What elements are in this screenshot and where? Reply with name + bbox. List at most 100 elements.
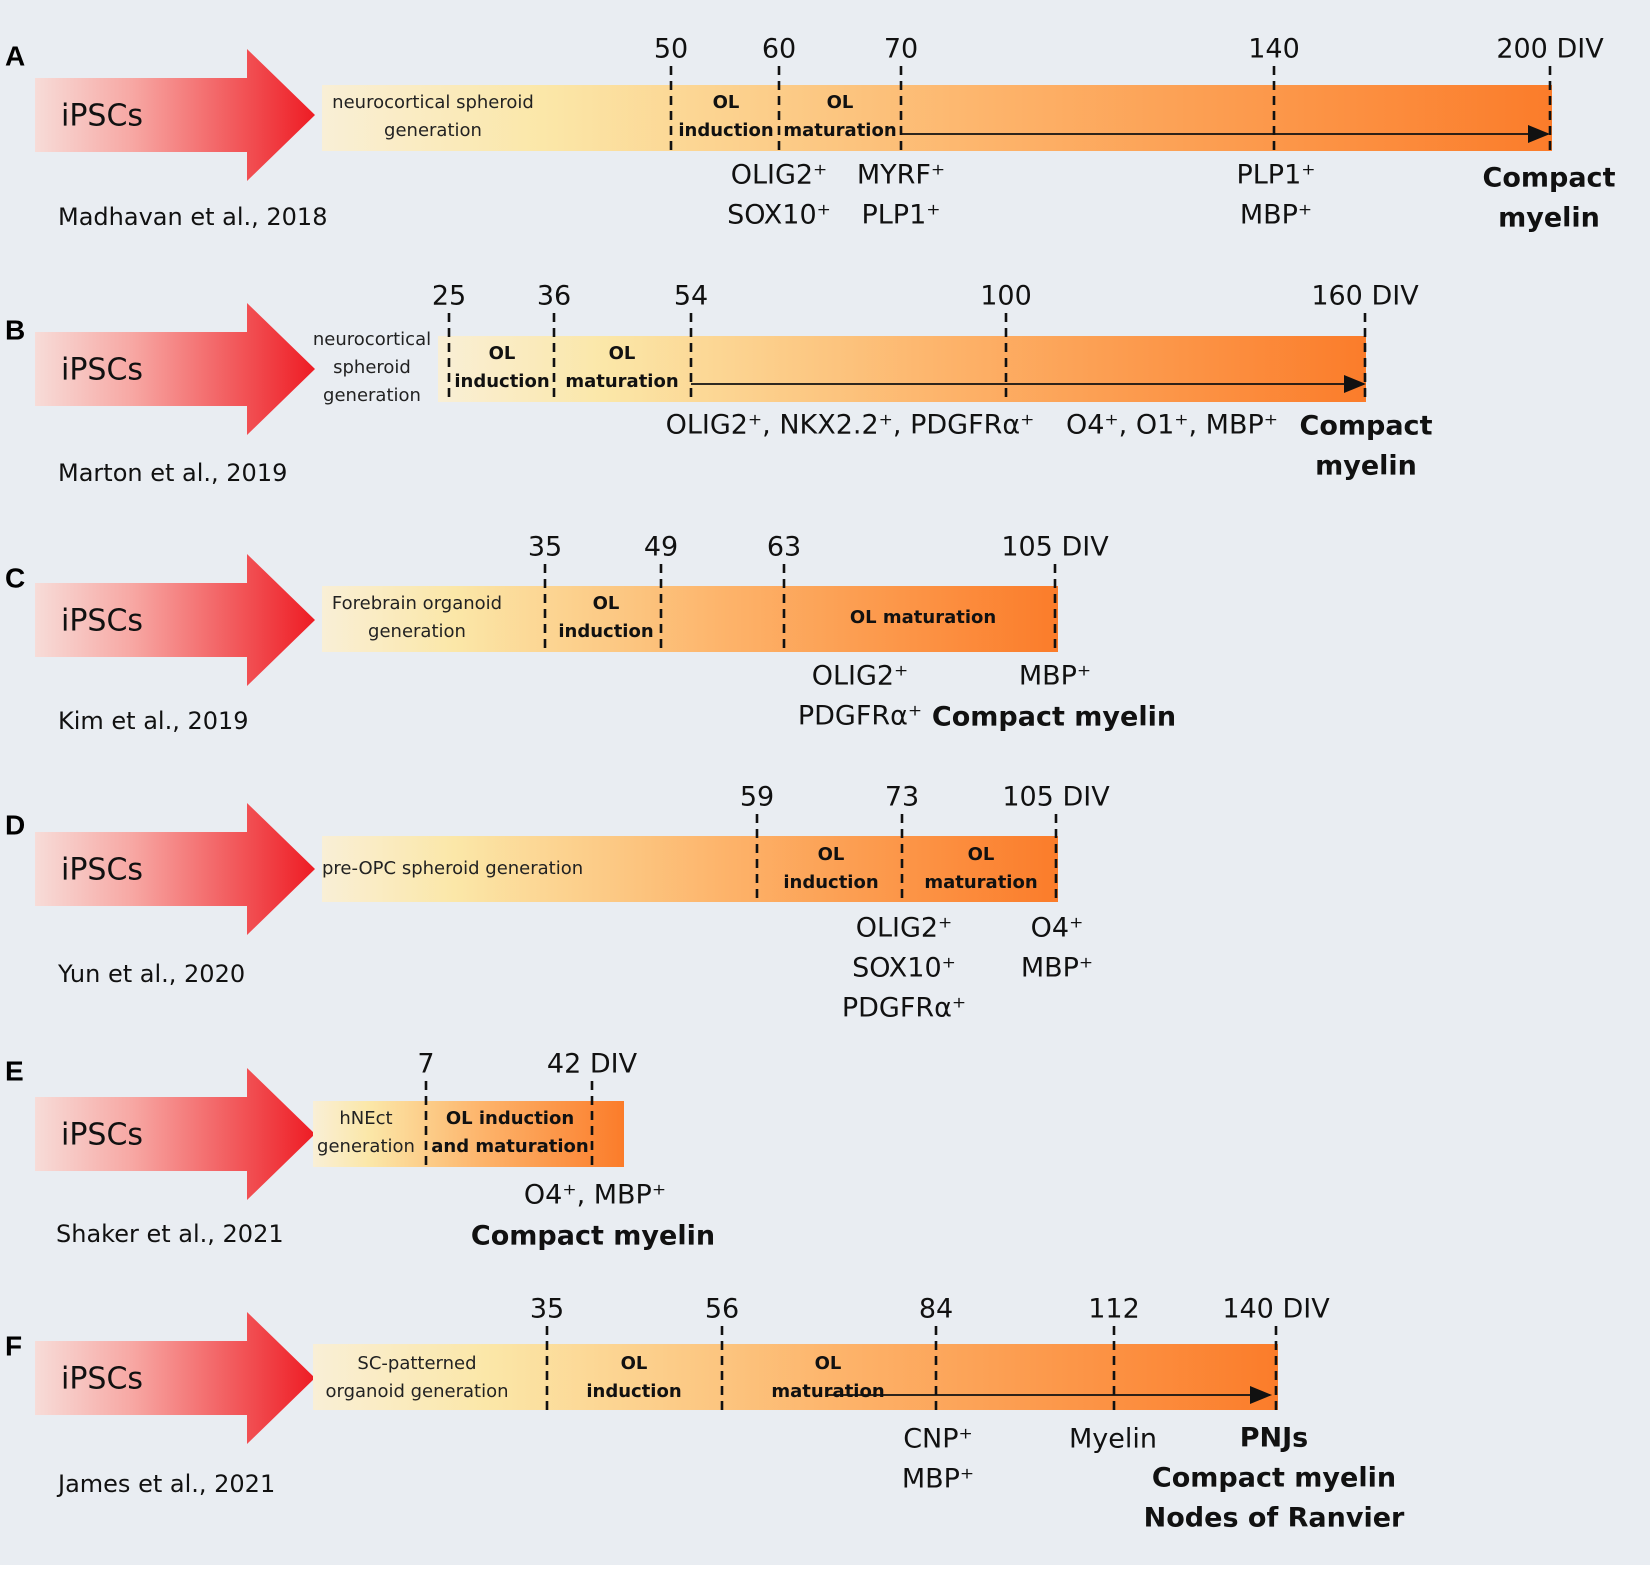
stage-label-line: OL (818, 844, 845, 865)
marker-label: PLP1⁺MBP⁺ (1236, 160, 1315, 231)
marker-label-line: Nodes of Ranvier (1144, 1503, 1405, 1534)
timeline-bar (313, 1101, 624, 1167)
stage-label-line: spheroid (333, 357, 411, 378)
marker-label: MBP⁺ (1019, 661, 1091, 692)
marker-label-line: Compact (1300, 411, 1433, 442)
day-tick-label: 42 DIV (547, 1049, 638, 1080)
day-tick-label: 60 (762, 34, 796, 65)
ipsc-arrow-shape (35, 49, 315, 181)
stage-label: OL induction (783, 844, 878, 893)
ipsc-label: iPSCs (61, 353, 143, 388)
marker-label: Myelin (1069, 1424, 1157, 1455)
citation-label: Marton et al., 2019 (58, 459, 287, 487)
marker-label-line: CNP⁺ (903, 1424, 973, 1455)
stage-label-line: generation (368, 621, 466, 642)
day-tick-label: 73 (885, 782, 919, 813)
marker-label: Compact myelin (471, 1221, 715, 1252)
day-tick-label: 50 (654, 34, 688, 65)
stage-label-line: generation (384, 120, 482, 141)
day-tick-label: 84 (919, 1294, 953, 1325)
stage-label-line: Forebrain organoid (332, 593, 502, 614)
ipsc-label: iPSCs (61, 1362, 143, 1397)
marker-label-line: SOX10⁺ (727, 200, 831, 231)
marker-label-line: SOX10⁺ (852, 953, 956, 984)
marker-label-line: myelin (1315, 451, 1417, 482)
stage-label: OL maturation (771, 1353, 884, 1402)
stage-label: neurocortical spheroid generation (313, 329, 431, 406)
stage-label-line: induction (586, 1381, 681, 1402)
stage-label: neurocortical spheroid generation (332, 92, 534, 141)
marker-label-line: Myelin (1069, 1424, 1157, 1455)
stage-label-line: neurocortical (313, 329, 431, 350)
day-tick-label: 105 DIV (1001, 532, 1109, 563)
stage-label-line: hNEct (339, 1108, 392, 1129)
stage-label-line: maturation (771, 1381, 884, 1402)
marker-label: CNP⁺ MBP⁺ (902, 1424, 974, 1495)
stage-label-line: induction (454, 371, 549, 392)
marker-label-line: myelin (1498, 203, 1600, 234)
ipsc-arrow-shape (35, 554, 315, 686)
timeline-bar (313, 1344, 1278, 1410)
marker-label: OLIG2⁺, NKX2.2⁺, PDGFRα⁺ (666, 410, 1035, 441)
day-tick-label: 49 (644, 532, 678, 563)
stage-label-line: OL (593, 593, 620, 614)
day-tick-label: 25 (432, 281, 466, 312)
panel-letter: C (5, 562, 25, 593)
ipsc-label: iPSCs (61, 853, 143, 888)
day-tick-label: 140 DIV (1222, 1294, 1330, 1325)
ipsc-label: iPSCs (61, 1118, 143, 1153)
day-tick-label: 35 (530, 1294, 564, 1325)
stage-label: pre-OPC spheroid generation (322, 858, 583, 879)
timeline-bar (322, 836, 1058, 902)
marker-label-line: PDGFRα⁺ (798, 701, 922, 732)
citation-label: Shaker et al., 2021 (56, 1220, 284, 1248)
timeline-bar (438, 336, 1366, 402)
stage-label-line: maturation (783, 120, 896, 141)
day-tick-label: 70 (884, 34, 918, 65)
stage-label-line: generation (323, 385, 421, 406)
panel-letter: E (5, 1055, 24, 1086)
marker-label-line: Compact (1483, 163, 1616, 194)
marker-label: OLIG2⁺SOX10⁺PDGFRα⁺ (842, 913, 966, 1024)
day-tick-label: 200 DIV (1496, 34, 1604, 65)
marker-label-line: MYRF⁺ (857, 160, 945, 191)
day-tick-label: 63 (767, 532, 801, 563)
ipsc-arrow-shape (35, 303, 315, 435)
marker-label-line: MBP⁺ (1019, 661, 1091, 692)
marker-label-line: Compact myelin (471, 1221, 715, 1252)
stage-label-line: induction (783, 872, 878, 893)
stage-label-line: OL (968, 844, 995, 865)
marker-label: Compact myelin (1300, 411, 1433, 482)
marker-label: OLIG2⁺PDGFRα⁺ (798, 661, 922, 732)
marker-label-line: PLP1⁺ (861, 200, 940, 231)
stage-label-line: maturation (924, 872, 1037, 893)
stage-label-line: OL (815, 1353, 842, 1374)
stage-label-line: and maturation (431, 1136, 588, 1157)
day-tick-label: 100 (980, 281, 1032, 312)
ipsc-label: iPSCs (61, 99, 143, 134)
stage-label: OL maturation (850, 607, 996, 628)
marker-label-line: Compact myelin (932, 702, 1176, 733)
marker-label-line: PLP1⁺ (1236, 160, 1315, 191)
stage-label: Forebrain organoid generation (332, 593, 502, 642)
marker-label: Compact myelin (932, 702, 1176, 733)
day-tick-label: 112 (1088, 1294, 1140, 1325)
marker-label-line: MBP⁺ (902, 1464, 974, 1495)
stage-label-line: neurocortical spheroid (332, 92, 534, 113)
citation-label: Madhavan et al., 2018 (58, 203, 327, 231)
day-tick-label: 7 (417, 1049, 434, 1080)
day-tick-label: 59 (740, 782, 774, 813)
